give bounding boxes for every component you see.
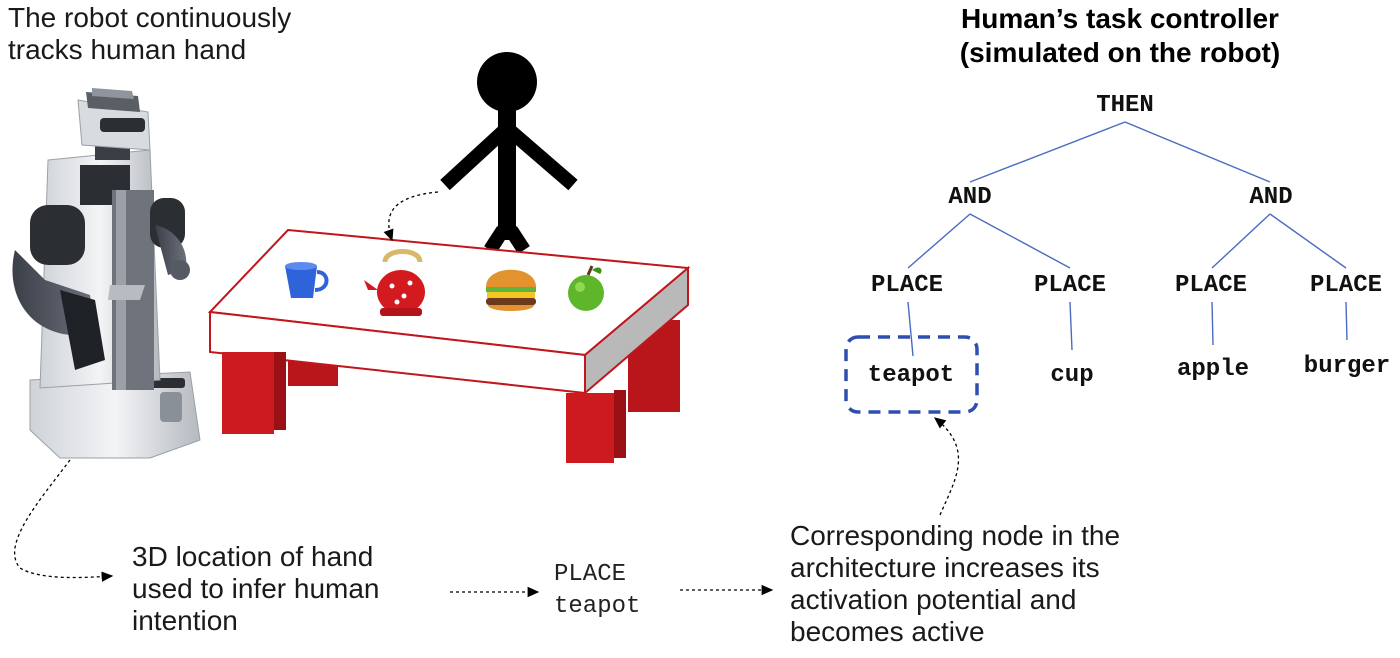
inferred-action-line: PLACE <box>554 561 627 588</box>
tree-edges <box>907 121 1348 357</box>
tree-leaf-cup: cup <box>1050 362 1094 389</box>
tree-node-place-apple: PLACE <box>1174 272 1248 299</box>
inferred-action-label: PLACE teapot <box>554 559 640 623</box>
tree-node-and-left: AND <box>948 184 992 211</box>
activation-caption-line: activation potential and <box>790 584 1077 615</box>
activation-caption-line: Corresponding node in the <box>790 520 1121 551</box>
tree-leaf-burger: burger <box>1303 353 1391 380</box>
activation-caption-line: architecture increases its <box>790 552 1100 583</box>
apple-icon <box>568 265 604 311</box>
robot-caption-line: The robot continuously <box>8 2 292 33</box>
activation-to-teapot-node-arrow <box>933 417 960 516</box>
tree-node-and-right: AND <box>1249 184 1293 211</box>
cup-icon <box>285 262 329 298</box>
robot-to-hand-location-arrow <box>14 459 114 582</box>
controller-title-line: (simulated on the robot) <box>959 37 1281 68</box>
burger-icon <box>486 269 536 311</box>
table-illustration <box>207 228 691 463</box>
teapot-icon <box>364 249 425 316</box>
tree-node-then: THEN <box>1096 92 1154 119</box>
hand-location-caption-line: intention <box>132 605 238 636</box>
active-node-highlight <box>844 335 979 414</box>
robot-caption-line: tracks human hand <box>8 34 247 65</box>
hand-location-caption: 3D location of hand used to infer human … <box>132 541 380 637</box>
activation-caption: Corresponding node in the architecture i… <box>790 520 1120 648</box>
human-stick-figure <box>440 52 578 254</box>
robot-caption: The robot continuously tracks human hand <box>8 2 291 66</box>
controller-title: Human’s task controller (simulated on th… <box>930 2 1310 70</box>
hand-to-teapot-arrow <box>383 191 439 242</box>
activation-caption-line: becomes active <box>790 616 985 647</box>
tree-leaf-apple: apple <box>1176 356 1250 383</box>
controller-title-line: Human’s task controller <box>961 3 1279 34</box>
tree-node-place-cup: PLACE <box>1033 272 1107 299</box>
hand-location-caption-line: 3D location of hand <box>132 541 374 572</box>
tree-node-place-teapot: PLACE <box>870 272 944 299</box>
robot-illustration <box>12 88 201 459</box>
hand-location-caption-line: used to infer human <box>132 573 380 604</box>
tree-leaf-teapot: teapot <box>867 362 955 389</box>
inferred-action-line: teapot <box>554 593 641 620</box>
tree-node-place-burger: PLACE <box>1309 272 1383 299</box>
